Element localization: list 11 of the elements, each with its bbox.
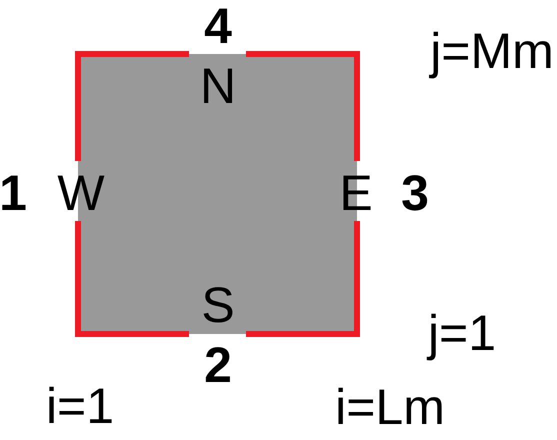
side-letter: N xyxy=(200,61,236,111)
side-number: 1 xyxy=(0,168,27,218)
side-number: 3 xyxy=(401,168,429,218)
index-label: i=Lm xyxy=(335,382,445,432)
index-label: j=Mm xyxy=(430,26,554,76)
side-number: 4 xyxy=(204,1,232,51)
index-label: j=1 xyxy=(428,308,496,358)
side-number: 2 xyxy=(204,340,232,390)
side-letter: E xyxy=(339,168,373,218)
side-letter: S xyxy=(201,280,235,330)
index-label: i=1 xyxy=(46,381,114,431)
